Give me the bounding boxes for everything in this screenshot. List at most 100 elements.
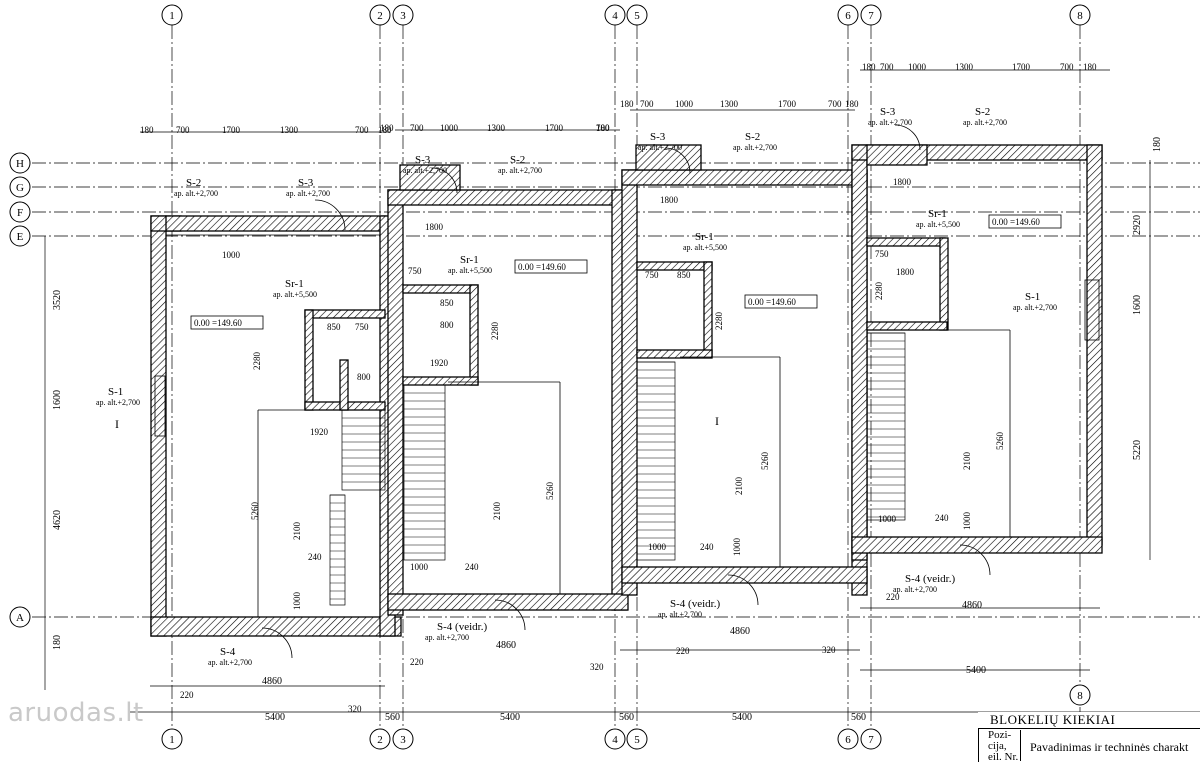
grid-bubble-3: 3 (392, 728, 414, 750)
room-s3-alt: ap. alt.+2,700 (286, 189, 330, 198)
room-sr1-alt: ap. alt.+5,500 (683, 243, 727, 252)
dimension-right: 2920 (1132, 215, 1143, 235)
dimension-inner: 1000 (292, 592, 302, 611)
svg-text:2: 2 (377, 10, 383, 22)
grid-bubble-1: 1 (161, 4, 183, 26)
dimension-left: 4620 (52, 510, 63, 530)
dimension-width: 4860 (496, 640, 516, 651)
dimension-inner: 5260 (250, 502, 260, 521)
grid-bubble-6: 6 (837, 4, 859, 26)
dimension-top: 180 (380, 123, 394, 133)
section-mark: I (715, 414, 719, 428)
dimension-inner: 2100 (962, 452, 972, 471)
dimension-right: 5220 (1132, 440, 1143, 460)
dimension-inner: 800 (357, 372, 371, 382)
dimension-inner: 1800 (660, 195, 679, 205)
dimension-top: 1700 (222, 125, 241, 135)
room-s4v-alt: ap. alt.+2,700 (425, 633, 469, 642)
watermark-logo: aruodas.lt (8, 698, 144, 728)
dimension-left: 180 (52, 635, 63, 650)
dimension-inner: 240 (465, 562, 479, 572)
dimension-inner: 1800 (425, 222, 444, 232)
dimension-top: 1300 (487, 123, 506, 133)
grid-bubble-1: 1 (161, 728, 183, 750)
dimension-inner: 240 (700, 542, 714, 552)
svg-text:5: 5 (634, 10, 640, 22)
room-sr1: Sr-1 (928, 208, 947, 220)
level-box (988, 214, 1062, 229)
level-mark: 0.00 =149.60 (992, 217, 1040, 227)
svg-text:6: 6 (845, 734, 851, 746)
level-box (514, 259, 588, 274)
svg-text:4: 4 (612, 10, 618, 22)
room-s3-alt: ap. alt.+2,700 (638, 143, 682, 152)
room-s4v-alt: ap. alt.+2,700 (893, 585, 937, 594)
dimension-inner: 750 (408, 266, 422, 276)
room-s3: S-3 (880, 106, 896, 118)
grid-bubble-7: 7 (860, 728, 882, 750)
staircases (329, 332, 906, 606)
grid-bubble-8: 8 (1069, 4, 1091, 26)
grid-bubble-2: 2 (369, 4, 391, 26)
level-mark: 0.00 =149.60 (518, 262, 566, 272)
level-box (744, 294, 818, 309)
room-sr1: Sr-1 (695, 231, 714, 243)
dimension-inner: 320 (590, 662, 604, 672)
dimension-inner: 1000 (648, 542, 667, 552)
interior-lines (154, 124, 1100, 659)
svg-text:7: 7 (868, 10, 874, 22)
dimension-inner: 2280 (490, 322, 500, 341)
dimension-inner: 750 (355, 322, 369, 332)
room-sr1: Sr-1 (460, 254, 479, 266)
dimension-inner: 1000 (410, 562, 429, 572)
room-s4v: S-4 (veidr.) (670, 598, 720, 610)
dimension-top: 700 (880, 62, 894, 72)
dimension-right: 180 (1152, 137, 1163, 152)
grid-bubble-H: H (9, 152, 31, 174)
dimension-left: 1600 (52, 390, 63, 410)
room-s3: S-3 (650, 131, 666, 143)
room-sr1-alt: ap. alt.+5,500 (273, 290, 317, 299)
dimension-top: 1700 (1012, 62, 1031, 72)
svg-text:2: 2 (377, 734, 383, 746)
room-s2: S-2 (510, 154, 525, 166)
dimension-inner: 2280 (874, 282, 884, 301)
grid-bubble-7: 7 (860, 4, 882, 26)
room-s2: S-2 (186, 177, 201, 189)
dimension-right: 1600 (1132, 295, 1143, 315)
svg-text:6: 6 (845, 10, 851, 22)
dimension-width: 4860 (730, 626, 750, 637)
dimension-top: 700 (640, 99, 654, 109)
grid-bubble-4: 4 (604, 728, 626, 750)
dimension-top: 700 (410, 123, 424, 133)
dimension-top: 1000 (908, 62, 927, 72)
svg-text:3: 3 (400, 734, 406, 746)
grid-bubble-E: E (9, 225, 31, 247)
dimension-inner: 2100 (734, 477, 744, 496)
svg-text:5: 5 (634, 734, 640, 746)
room-s4v-alt: ap. alt.+2,700 (658, 610, 702, 619)
partitions (304, 237, 949, 411)
room-sr1: Sr-1 (285, 278, 304, 290)
svg-text:8: 8 (1077, 690, 1083, 702)
dimension-top: 180 (140, 125, 154, 135)
dimension-inner: 320 (348, 704, 362, 714)
level-box (190, 315, 264, 330)
dimension-top: 180 (862, 62, 876, 72)
dimension-top: 180 (378, 125, 392, 135)
grid-bubble-F: F (9, 201, 31, 223)
dimension-inner: 1000 (962, 512, 972, 531)
room-s3: S-3 (298, 177, 314, 189)
dimension-inner: 2100 (292, 522, 302, 541)
grid-bubble-6: 6 (837, 728, 859, 750)
grid-bubble-A: A (9, 606, 31, 628)
room-s2: S-2 (975, 106, 990, 118)
dimension-top: 1000 (440, 123, 459, 133)
table-col-position: Pozi-cija, eil. Nr. (986, 730, 1021, 763)
dimension-inner: 240 (935, 513, 949, 523)
svg-text:E: E (17, 231, 24, 243)
svg-text:H: H (16, 158, 24, 170)
room-sr1-alt: ap. alt.+5,500 (916, 220, 960, 229)
